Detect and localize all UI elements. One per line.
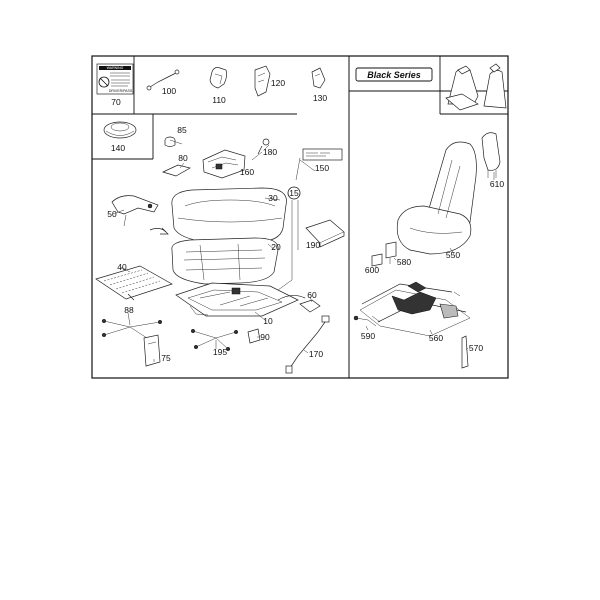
callout-30: 30: [268, 193, 278, 203]
callout-75: 75: [161, 353, 171, 363]
cable-tie-part: [146, 69, 180, 91]
callout-600: 600: [365, 265, 379, 275]
sensor-mat-40: [95, 265, 173, 301]
warning-label-heading: WARNING: [107, 66, 124, 70]
seat-rail-560: [359, 281, 471, 337]
bracket-part-570: [461, 335, 469, 369]
pad-part-190: [305, 219, 345, 248]
callout-88: 88: [124, 305, 134, 315]
callout-20: 20: [271, 242, 281, 252]
callout-560: 560: [429, 333, 443, 343]
callout-15: 15: [289, 188, 299, 198]
callout-140: 140: [111, 143, 125, 153]
cover-part-140: [103, 121, 137, 139]
seat-cushion-20: [171, 237, 279, 285]
callout-580: 580: [397, 257, 411, 267]
seat-frame-10: [175, 282, 299, 317]
warning-label-part: WARNING DRIVER/PASS.: [96, 63, 134, 95]
bracket-part-120: [254, 65, 271, 97]
series-label: Black Series: [367, 70, 421, 80]
control-unit-75: [143, 334, 161, 367]
knob-part-85: [164, 136, 176, 147]
harness-part-88: [101, 318, 163, 343]
cable-part-170: [285, 315, 330, 374]
leader-lines-left: [112, 139, 316, 362]
harness-part-195: [190, 328, 239, 352]
seat-belt-buckle-580: [385, 241, 397, 264]
callout-170: 170: [309, 349, 323, 359]
label-part-150: [302, 148, 343, 161]
callout-85: 85: [177, 125, 187, 135]
callout-90: 90: [260, 332, 270, 342]
seat-assembly-550: [396, 141, 477, 255]
callout-50: 50: [107, 209, 117, 219]
callout-labels: 70 100 110 120 130 140 85 80 160 180 150…: [107, 78, 504, 363]
callout-80: 80: [178, 153, 188, 163]
buckle-part-600: [371, 253, 383, 267]
callout-195: 195: [213, 347, 227, 357]
callout-570: 570: [469, 343, 483, 353]
connector-part-90: [247, 328, 261, 344]
callout-590: 590: [361, 331, 375, 341]
callout-610: 610: [490, 179, 504, 189]
black-series-badge: Black Series: [355, 67, 433, 82]
callout-40: 40: [117, 262, 127, 272]
diagram-frame: [91, 55, 509, 379]
leader-lines-right: [365, 172, 495, 351]
callout-160: 160: [240, 167, 254, 177]
headrest-610: [481, 132, 501, 178]
connector-part-60: [277, 295, 321, 313]
callout-180: 180: [263, 147, 277, 157]
callout-70: 70: [111, 97, 121, 107]
callout-10: 10: [263, 316, 273, 326]
callout-120: 120: [271, 78, 285, 88]
bracket-part-50: [111, 195, 159, 227]
clip-part-130: [311, 67, 326, 89]
trim-part-80: [162, 164, 191, 177]
clip-part-110: [209, 67, 228, 89]
callout-150: 150: [315, 163, 329, 173]
screw-part-180: [257, 138, 270, 155]
callout-110: 110: [212, 95, 226, 105]
callout-circle-15: [287, 186, 301, 200]
cable-part-590: [353, 315, 377, 327]
seat-thumbnail: [445, 63, 507, 111]
callout-100: 100: [162, 86, 176, 96]
callout-550: 550: [446, 250, 460, 260]
callout-130: 130: [313, 93, 327, 103]
warning-label-footer: DRIVER/PASS.: [109, 89, 133, 93]
callout-190: 190: [306, 240, 320, 250]
callout-60: 60: [307, 290, 317, 300]
switch-part-160: [202, 149, 246, 179]
